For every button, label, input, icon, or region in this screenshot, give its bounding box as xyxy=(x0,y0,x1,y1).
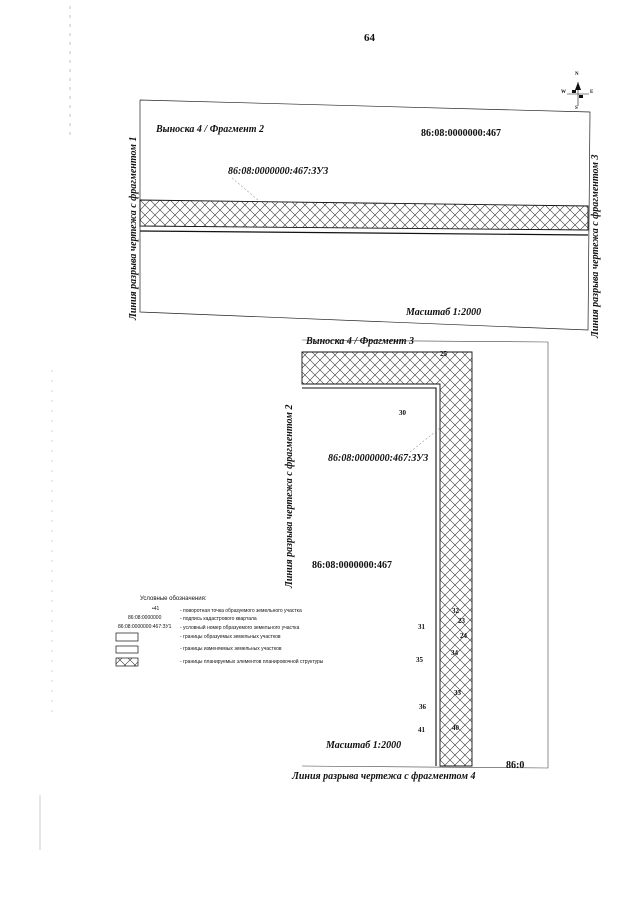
fragment2-left-edge-label: Линия разрыва чертежа с фрагментом 2 xyxy=(284,404,295,588)
compass-s: S xyxy=(575,106,578,111)
fragment1-title: Выноска 4 / Фрагмент 2 xyxy=(156,124,265,135)
fragment1-boundary-line xyxy=(139,230,589,236)
fragment2-cut-label: 86:0 xyxy=(506,760,525,771)
fragment2-parcel-label: 86:08:0000000:467 xyxy=(312,560,392,571)
legend-swatch-boundary xyxy=(115,632,139,642)
legend-item: - границы изменяемых земельных участков xyxy=(180,646,282,652)
point-label: 32 xyxy=(452,607,459,615)
legend-key: •41 xyxy=(152,606,160,612)
fragment1-scale: Масштаб 1:2000 xyxy=(406,307,482,318)
legend-swatch-changed xyxy=(115,645,139,654)
compass-n: N xyxy=(575,72,579,77)
point-label: 31 xyxy=(418,623,425,631)
fragment2-hatched-strip xyxy=(301,351,473,767)
point-label: 23 xyxy=(458,617,465,625)
legend-item: - поворотная точка образуемого земельног… xyxy=(180,608,302,614)
fragment1-left-edge-label: Линия разрыва чертежа с фрагментом 1 xyxy=(128,136,139,320)
legend-item: - условный номер образуемого земельного … xyxy=(180,625,300,631)
legend-item: - границы планируемых элементов планиров… xyxy=(180,659,324,665)
fragment2-scale: Масштаб 1:2000 xyxy=(326,740,402,751)
fragment1-parcel-label: 86:08:0000000:467 xyxy=(421,128,501,139)
fragment1-hatched-strip xyxy=(139,199,589,231)
fragment2-title: Выноска 4 / Фрагмент 3 xyxy=(306,336,415,347)
legend-item: - границы образуемых земельных участков xyxy=(180,634,281,640)
fragment2-zu-label: 86:08:0000000:467:ЗУ3 xyxy=(328,453,429,464)
compass-w: W xyxy=(561,90,566,95)
point-label: 41 xyxy=(418,726,425,734)
legend-key: 86:08:0000000:467:ЗУ1 xyxy=(118,624,172,630)
legend-title: Условные обозначения: xyxy=(140,596,207,602)
compass-rose xyxy=(567,82,589,106)
point-label: 40 xyxy=(452,724,459,732)
legend-key: 86:08:0000000 xyxy=(128,615,162,621)
fragment2-frame xyxy=(301,339,549,769)
legend-swatch-hatched xyxy=(115,657,139,667)
point-label: 24 xyxy=(460,632,467,640)
point-label: 34 xyxy=(451,649,458,657)
fragment2-boundary-line xyxy=(302,387,437,766)
fragment1-zu-label: 86:08:0000000:467:ЗУ3 xyxy=(228,166,329,177)
leader-line xyxy=(231,177,259,201)
legend-item: - подпись кадастрового квартала xyxy=(180,616,257,622)
fragment1-frame xyxy=(139,99,591,331)
point-label: 30 xyxy=(399,409,406,417)
page-number: 64 xyxy=(364,32,375,44)
point-label: 35 xyxy=(416,656,423,664)
point-label: 36 xyxy=(419,703,426,711)
fragment2-bottom-edge-label: Линия разрыва чертежа с фрагментом 4 xyxy=(292,771,476,782)
leader-line xyxy=(409,427,441,453)
point-label: 25 xyxy=(440,350,447,358)
fragment1-right-edge-label: Линия разрыва чертежа с фрагментом 3 xyxy=(590,154,601,338)
point-label: 33 xyxy=(454,689,461,697)
compass-e: E xyxy=(590,90,594,95)
